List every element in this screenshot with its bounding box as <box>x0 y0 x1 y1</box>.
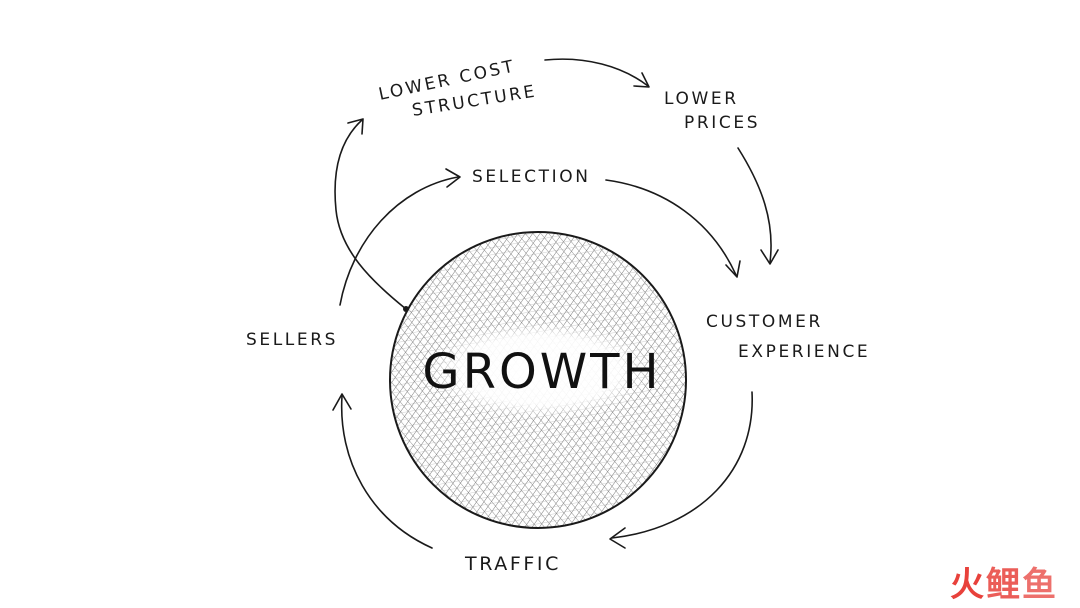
watermark-char-1: 火 <box>950 565 986 605</box>
customer-experience-line1: CUSTOMER <box>706 312 823 332</box>
arrow-traffic-to-sellers <box>332 393 433 549</box>
node-selection: SELECTION <box>472 167 591 187</box>
arrow-selection-to-customer-experience <box>605 179 741 278</box>
growth-label: GROWTH <box>422 344 661 400</box>
customer-experience-line2: EXPERIENCE <box>738 342 870 362</box>
arrow-lower-prices-to-customer-experience <box>737 147 779 265</box>
node-lower-prices: LOWER PRICES <box>664 89 760 133</box>
arrow-growth-to-lower-cost-structure <box>334 118 409 312</box>
watermark-char-3: 鱼 <box>1022 565 1058 605</box>
arrow-sellers-to-selection <box>339 168 461 306</box>
node-customer-experience: CUSTOMER EXPERIENCE <box>706 312 870 362</box>
watermark-logo: 火鲤鱼 <box>950 568 1058 602</box>
arrow-lower-cost-to-lower-prices <box>544 58 650 88</box>
lower-prices-line2: PRICES <box>684 113 760 133</box>
growth-circle <box>389 231 687 529</box>
node-sellers: SELLERS <box>246 330 338 350</box>
watermark-char-2: 鲤 <box>986 565 1022 605</box>
lower-prices-line1: LOWER <box>664 89 739 109</box>
node-lower-cost-structure: LOWER COST STRUCTURE <box>377 56 538 121</box>
arrow-customer-experience-to-traffic <box>609 391 753 549</box>
node-traffic: TRAFFIC <box>464 553 561 575</box>
